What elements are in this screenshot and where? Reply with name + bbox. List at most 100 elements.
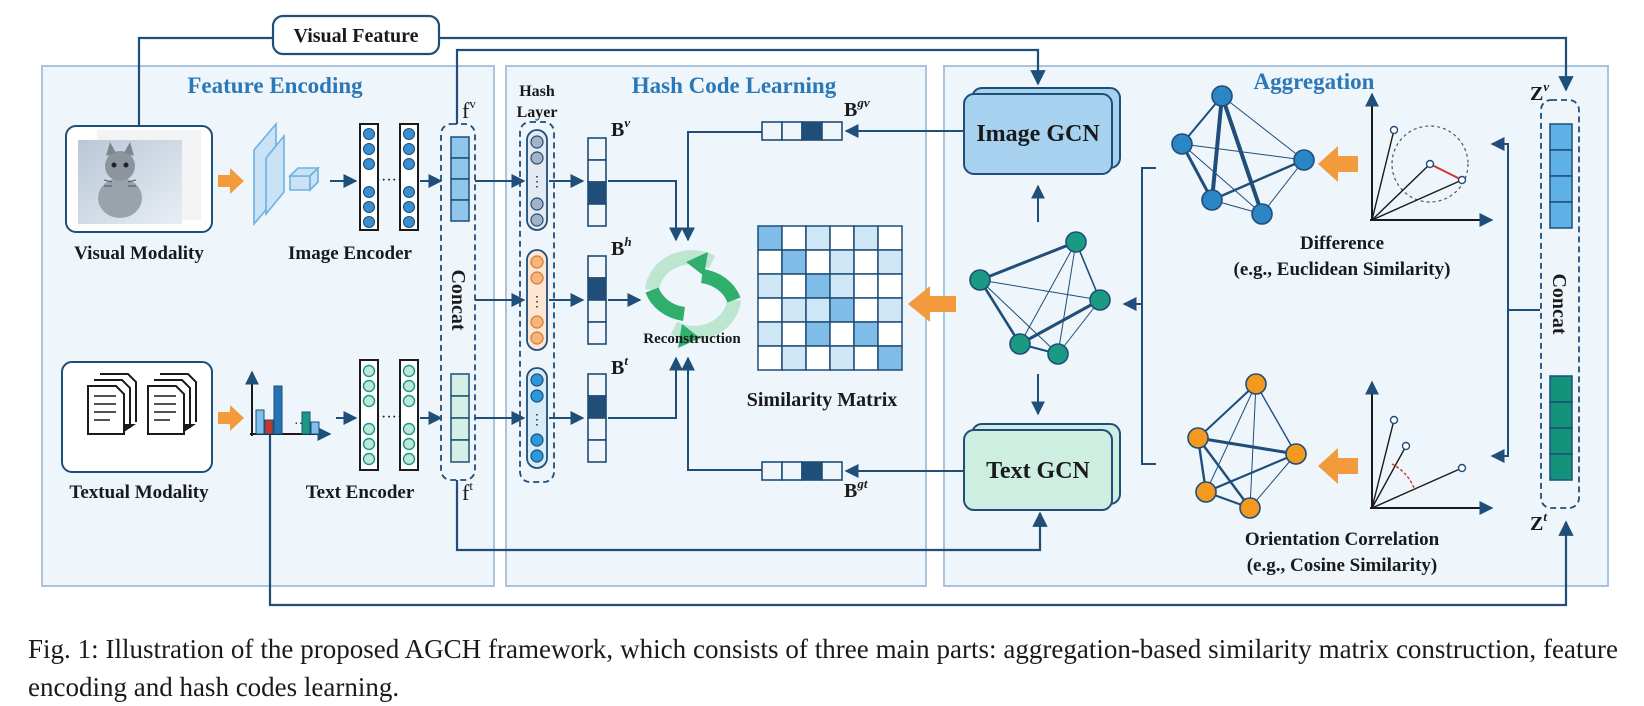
similarity-cell [781,321,807,347]
visual-feature-connector [137,36,1574,607]
bv-label: Bv [611,115,630,141]
document-icon-2 [147,373,197,435]
image-encoder-layers: ····· [359,123,419,231]
cnn-icon [253,121,320,227]
bar-chart-icon: ··· [245,370,332,441]
reconstruction-label: Reconstruction [643,331,741,347]
zv-vector [1549,123,1573,229]
text-encoder-layers: ····· [359,359,419,471]
kitten-image-icon [78,130,201,224]
text-encoder-label: Text Encoder [306,482,415,503]
similarity-matrix [757,225,903,371]
similarity-cell [805,297,831,323]
orange-arrow-to-matrix [908,286,956,322]
cosine-axes-icon [1365,380,1494,515]
reconstruction-cycle-icon [645,250,741,348]
visual-feature-label: Visual Feature [294,25,419,47]
svg-text:⋮: ⋮ [530,295,544,310]
hash-code-bgt [761,461,843,481]
similarity-cell [877,321,903,347]
bt-label: Bt [611,353,628,379]
fused-graph [969,231,1111,365]
similarity-cell [853,297,879,323]
orientation-label: Orientation Correlation [1245,529,1440,550]
orange-arrow-textual [218,405,244,431]
similarity-cell [829,249,855,275]
concat-left-label: Concat [447,269,469,330]
document-icon [87,373,137,435]
difference-graph [1171,85,1315,225]
similarity-cell [781,225,807,251]
similarity-cell [877,345,903,371]
hash-neurons-visual: ⋮ [526,129,548,231]
zv-label: Zv [1530,79,1549,105]
hash-neurons-shared: ⋮ [526,249,548,351]
similarity-cell [853,225,879,251]
similarity-cell [757,297,783,323]
similarity-cell [757,249,783,275]
similarity-cell [757,321,783,347]
similarity-cell [757,273,783,299]
similarity-cell [877,249,903,275]
zt-vector [1549,375,1573,481]
text-gcn-label: Text GCN [986,458,1090,484]
similarity-cell [781,273,807,299]
concat-right-label: Concat [1548,273,1570,334]
text-gcn-box [963,429,1113,511]
ft-label: ft [462,478,473,505]
similarity-cell [877,225,903,251]
figure-caption: Fig. 1: Illustration of the proposed AGC… [28,634,1618,702]
similarity-cell [757,345,783,371]
cosine-label: (e.g., Cosine Similarity) [1247,555,1438,576]
hash-code-bgv [761,121,843,141]
similarity-cell [853,249,879,275]
svg-text:⋮: ⋮ [530,413,544,428]
concat-right-box [1540,99,1580,509]
similarity-cell [829,273,855,299]
bgt-label: Bgt [844,476,868,502]
similarity-cell [805,225,831,251]
hash-code-learning-title: Hash Code Learning [632,73,837,98]
similarity-cell [853,345,879,371]
similarity-cell [805,345,831,371]
image-gcn-label: Image GCN [976,121,1100,147]
similarity-cell [805,273,831,299]
hash-layer-label-2: Layer [517,104,558,121]
euclidean-label: (e.g., Euclidean Similarity) [1234,259,1451,280]
bgv-label: Bgv [844,95,870,121]
zt-label: Zt [1530,509,1547,535]
hash-code-bv [587,137,607,227]
orientation-graph [1187,373,1307,519]
hash-code-bh [587,255,607,345]
similarity-matrix-label: Similarity Matrix [747,389,898,411]
similarity-cell [805,321,831,347]
similarity-cell [853,321,879,347]
aggregation-title: Aggregation [1254,69,1375,94]
agch-framework-diagram: Feature Encoding Hash Code Learning Aggr… [41,14,1609,607]
similarity-cell [853,273,879,299]
svg-text:·····: ····· [376,409,403,426]
similarity-cell [805,249,831,275]
orange-arrow-visual [218,168,244,194]
fv-feature-vector [450,136,470,222]
orange-arrow-difference [1318,146,1358,182]
similarity-cell [781,345,807,371]
svg-text:·····: ····· [376,172,403,189]
similarity-cell [829,225,855,251]
similarity-cell [781,297,807,323]
visual-modality-label: Visual Modality [74,243,204,264]
hash-code-bt [587,373,607,463]
bh-label: Bh [611,234,632,260]
similarity-cell [829,345,855,371]
similarity-cell [877,297,903,323]
image-gcn-box [963,93,1113,175]
ft-feature-vector [450,373,470,463]
similarity-cell [877,273,903,299]
textual-modality-label: Textual Modality [69,482,209,503]
orange-arrow-orientation [1318,448,1358,484]
similarity-cell [757,225,783,251]
visual-feature-box [271,14,441,56]
hash-layer-label-1: Hash [519,83,555,100]
similarity-cell [829,321,855,347]
similarity-cell [781,249,807,275]
